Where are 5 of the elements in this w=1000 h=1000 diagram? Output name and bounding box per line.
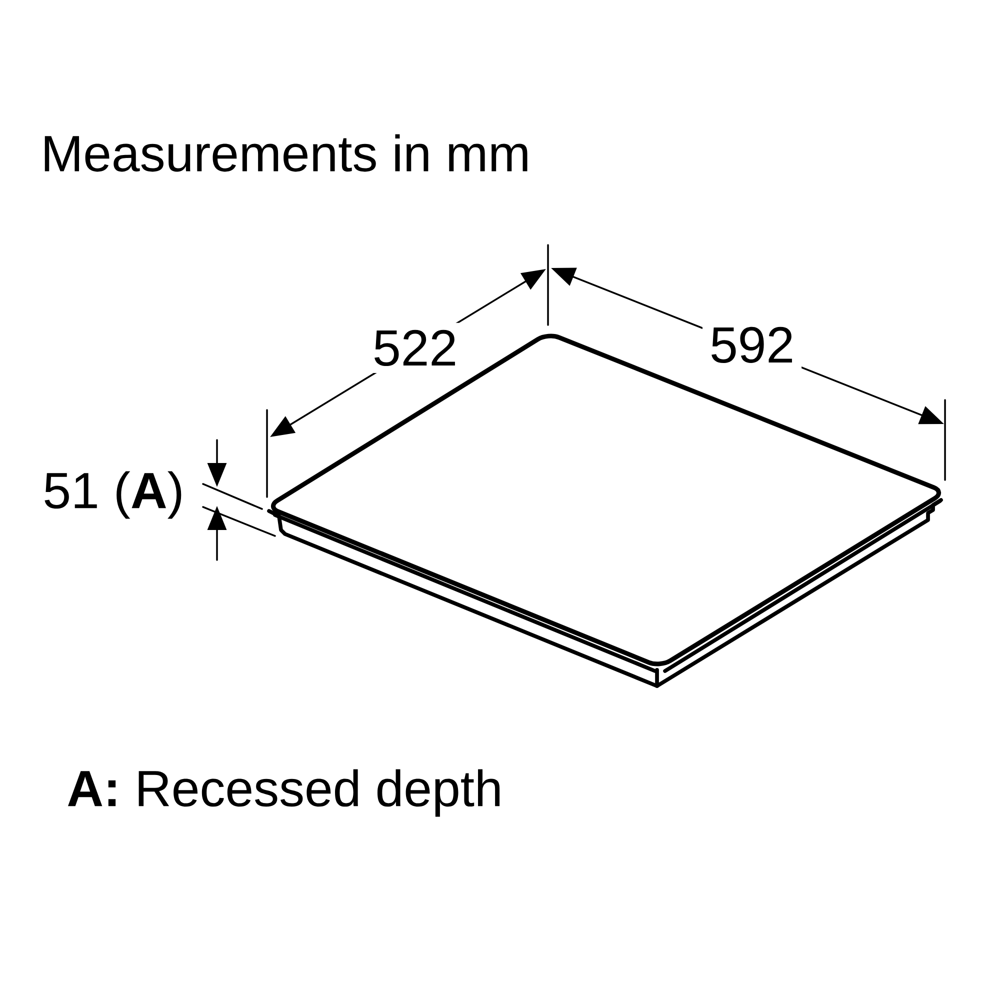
dimension-label: 51 (A) — [36, 464, 192, 526]
title: Measurements in mm — [44, 134, 528, 172]
dimension-label: 522 — [365, 322, 465, 374]
dimension-label: 592 — [702, 320, 802, 370]
note: A: Recessed depth — [68, 769, 500, 817]
